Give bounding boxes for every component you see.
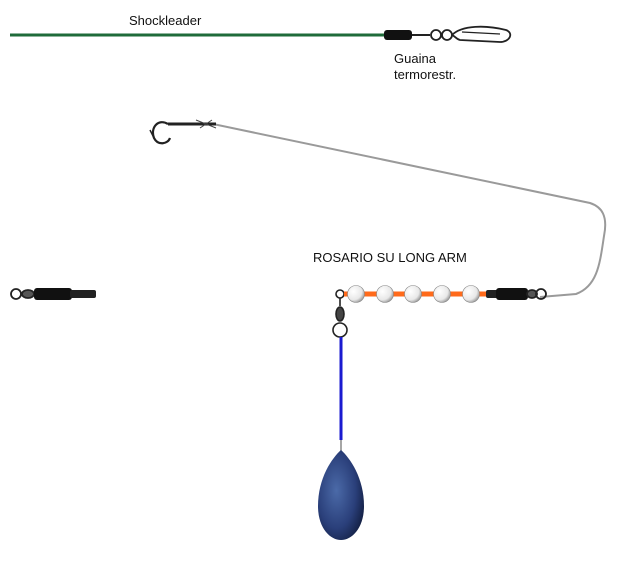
main-line-assembly xyxy=(10,285,547,303)
shrink-tube-label-line1: Guaina xyxy=(394,51,436,66)
swivel-icon xyxy=(332,298,348,338)
shrink-tube-icon xyxy=(496,288,528,300)
shockleader-assembly xyxy=(10,25,512,43)
lead-weight-icon xyxy=(318,450,364,540)
bead-icon xyxy=(462,285,480,303)
bead-icon xyxy=(347,285,365,303)
bead-icon xyxy=(404,285,422,303)
bead-row xyxy=(347,285,480,303)
shrink-tube-icon xyxy=(34,288,72,300)
shockleader-label: Shockleader xyxy=(129,13,202,28)
shrink-tube-icon xyxy=(384,30,412,40)
hook-icon xyxy=(149,119,217,145)
bead-icon xyxy=(376,285,394,303)
snap-swivel-icon xyxy=(430,25,512,43)
swivel-icon xyxy=(526,288,547,300)
swivel-icon xyxy=(10,288,35,300)
lead-link-assembly xyxy=(318,298,364,540)
rig-title: ROSARIO SU LONG ARM xyxy=(313,250,467,265)
bead-icon xyxy=(433,285,451,303)
shrink-tube-label-line2: termorestr. xyxy=(394,67,457,82)
hook-link-line xyxy=(212,123,607,298)
hook-link-assembly xyxy=(149,119,607,298)
